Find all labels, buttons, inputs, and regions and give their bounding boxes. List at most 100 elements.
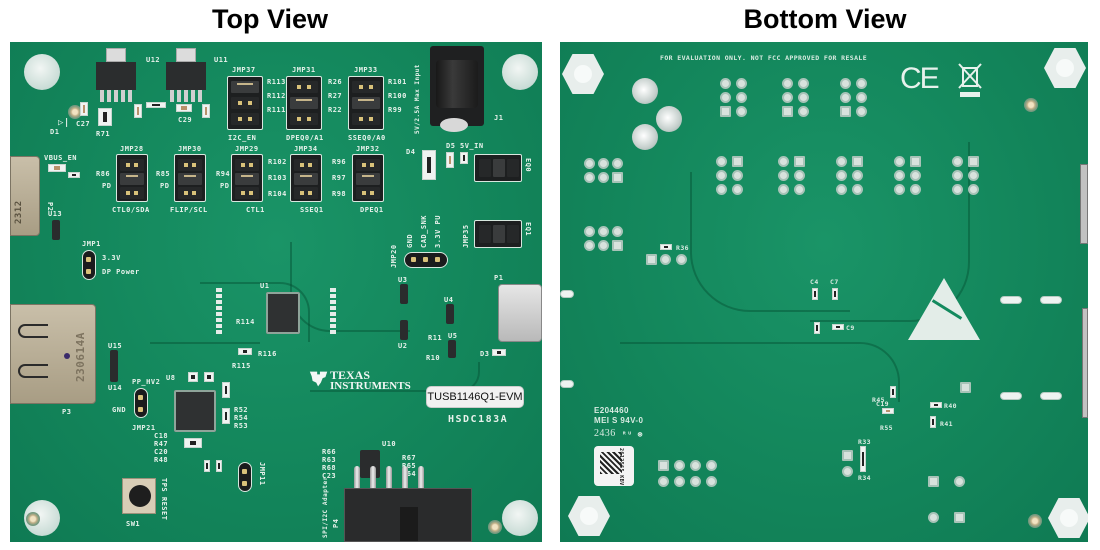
bottom-view-title: Bottom View	[743, 4, 907, 34]
r68-label: R68	[322, 464, 337, 472]
r66-label: R66	[322, 448, 337, 456]
r115-label: R115	[232, 362, 251, 370]
capacitor-c27	[80, 102, 88, 116]
jmp20-label: JMP20	[390, 244, 398, 268]
c20-label: C20	[154, 448, 169, 456]
jumper-jmp30[interactable]	[174, 154, 206, 202]
capacitor-c7	[832, 288, 838, 300]
resistor-array	[184, 438, 202, 448]
r48-label: R48	[154, 456, 169, 464]
resistor-r116	[238, 348, 252, 355]
r94-label: R94	[216, 170, 231, 178]
pcb-trace	[290, 242, 410, 332]
header-jmp1[interactable]	[82, 250, 96, 280]
pcb-trace	[150, 342, 260, 344]
spi-i2c-adapter-label: SPI/I2C Adapter	[322, 476, 329, 538]
resistor-r71	[98, 108, 112, 126]
u2-label: U2	[398, 342, 408, 350]
resistor-r41	[930, 416, 936, 428]
jumper-jmp32[interactable]	[352, 154, 384, 202]
sw1-label: SW1	[126, 520, 141, 528]
c19-label: C19	[876, 400, 889, 408]
ic-u3	[400, 284, 408, 304]
d4-label: D4	[406, 148, 416, 156]
gnd-label: GND	[112, 406, 127, 414]
via	[842, 450, 853, 461]
jumper-jmp31[interactable]	[286, 76, 322, 130]
reset-button-sw1[interactable]	[122, 478, 156, 514]
fcc-notice: FOR EVALUATION ONLY. NOT FCC APPROVED FO…	[660, 54, 868, 62]
usb-marking: 2312	[14, 200, 24, 224]
jmp29-label: JMP29	[235, 145, 259, 153]
dc-power-jack-j1[interactable]	[430, 46, 484, 126]
ti-text-line1: TEXAS	[330, 368, 371, 382]
jmp28-function-label: CTL0/SDA	[112, 206, 150, 214]
ic-u8-pd-controller	[174, 390, 216, 432]
c29-label: C29	[178, 116, 193, 124]
u1-label: U1	[260, 282, 270, 290]
resistor-r45	[890, 386, 896, 398]
product-label: TUSB1146Q1-EVM	[426, 386, 524, 408]
resistor-array-r49	[222, 382, 230, 398]
test-point-icon	[1028, 514, 1042, 528]
pd-label: PD	[102, 182, 112, 190]
resistor-r43	[204, 372, 214, 382]
r10-label: R10	[426, 354, 441, 362]
board-id-label: HSDC183A	[448, 414, 509, 425]
texas-instruments-logo-icon	[309, 371, 328, 387]
usb-connector-p2[interactable]	[10, 156, 40, 236]
test-point-icon	[26, 512, 40, 526]
jumper-jmp29[interactable]	[231, 154, 263, 202]
header-jmp20[interactable]	[404, 252, 448, 268]
3v3-label: 3.3V	[102, 254, 121, 262]
diode-d3	[492, 349, 506, 356]
r100-label: R100	[388, 92, 407, 100]
ti-text-line2: INSTRUMENTS	[330, 380, 411, 392]
j1-label: J1	[494, 114, 504, 122]
resistor	[146, 102, 166, 108]
r86-label: R86	[96, 170, 111, 178]
date-code: 2436	[594, 428, 616, 439]
resistor-array	[330, 288, 336, 334]
qr-text: 2612565 KBV	[618, 448, 624, 486]
jumper-jmp34[interactable]	[290, 154, 322, 202]
r53-label: R53	[234, 422, 249, 430]
vbus-en-label: VBUS_EN	[44, 154, 78, 162]
jack-solder-joint	[632, 124, 658, 150]
mounting-standoff-icon	[502, 500, 538, 536]
top-view-title: Top View	[211, 4, 328, 34]
led-d5	[446, 152, 454, 168]
hex-standoff-icon	[562, 54, 604, 94]
u4-label: U4	[444, 296, 454, 304]
via	[954, 476, 965, 487]
u13-label: U13	[48, 210, 63, 218]
c9-label: C9	[846, 324, 855, 332]
r27-label: R27	[328, 92, 343, 100]
u5-label: U5	[448, 332, 458, 340]
c4-label: C4	[810, 278, 819, 286]
pcb-trace	[690, 172, 850, 312]
jumper-jmp36[interactable]	[474, 154, 522, 182]
weee-bin-icon	[958, 63, 982, 97]
jmp11-label: JMP11	[258, 462, 266, 486]
usb-c-connector-p1[interactable]	[498, 284, 542, 342]
pcb-trace	[620, 342, 900, 402]
mounting-standoff-icon	[24, 54, 60, 90]
jumper-jmp35[interactable]	[474, 220, 522, 248]
jumper-jmp33[interactable]	[348, 76, 384, 130]
jumper-jmp28[interactable]	[116, 154, 148, 202]
r63-label: R63	[322, 456, 337, 464]
d3-label: D3	[480, 350, 490, 358]
jumper-jmp37[interactable]	[227, 76, 263, 130]
r36-label: R36	[676, 244, 689, 252]
jmp34-label: JMP34	[294, 145, 318, 153]
capacitor-c28	[134, 104, 142, 118]
ce-mark-icon: CE	[900, 62, 940, 95]
pcb-trace	[810, 142, 970, 322]
test-point-icon	[488, 520, 502, 534]
spi-i2c-header-p4[interactable]	[344, 488, 472, 542]
resistor-array-r51	[222, 408, 230, 424]
displayport-connector-p3[interactable]	[10, 304, 96, 404]
header-jmp21[interactable]	[134, 388, 148, 418]
header-jmp11[interactable]	[238, 462, 252, 492]
